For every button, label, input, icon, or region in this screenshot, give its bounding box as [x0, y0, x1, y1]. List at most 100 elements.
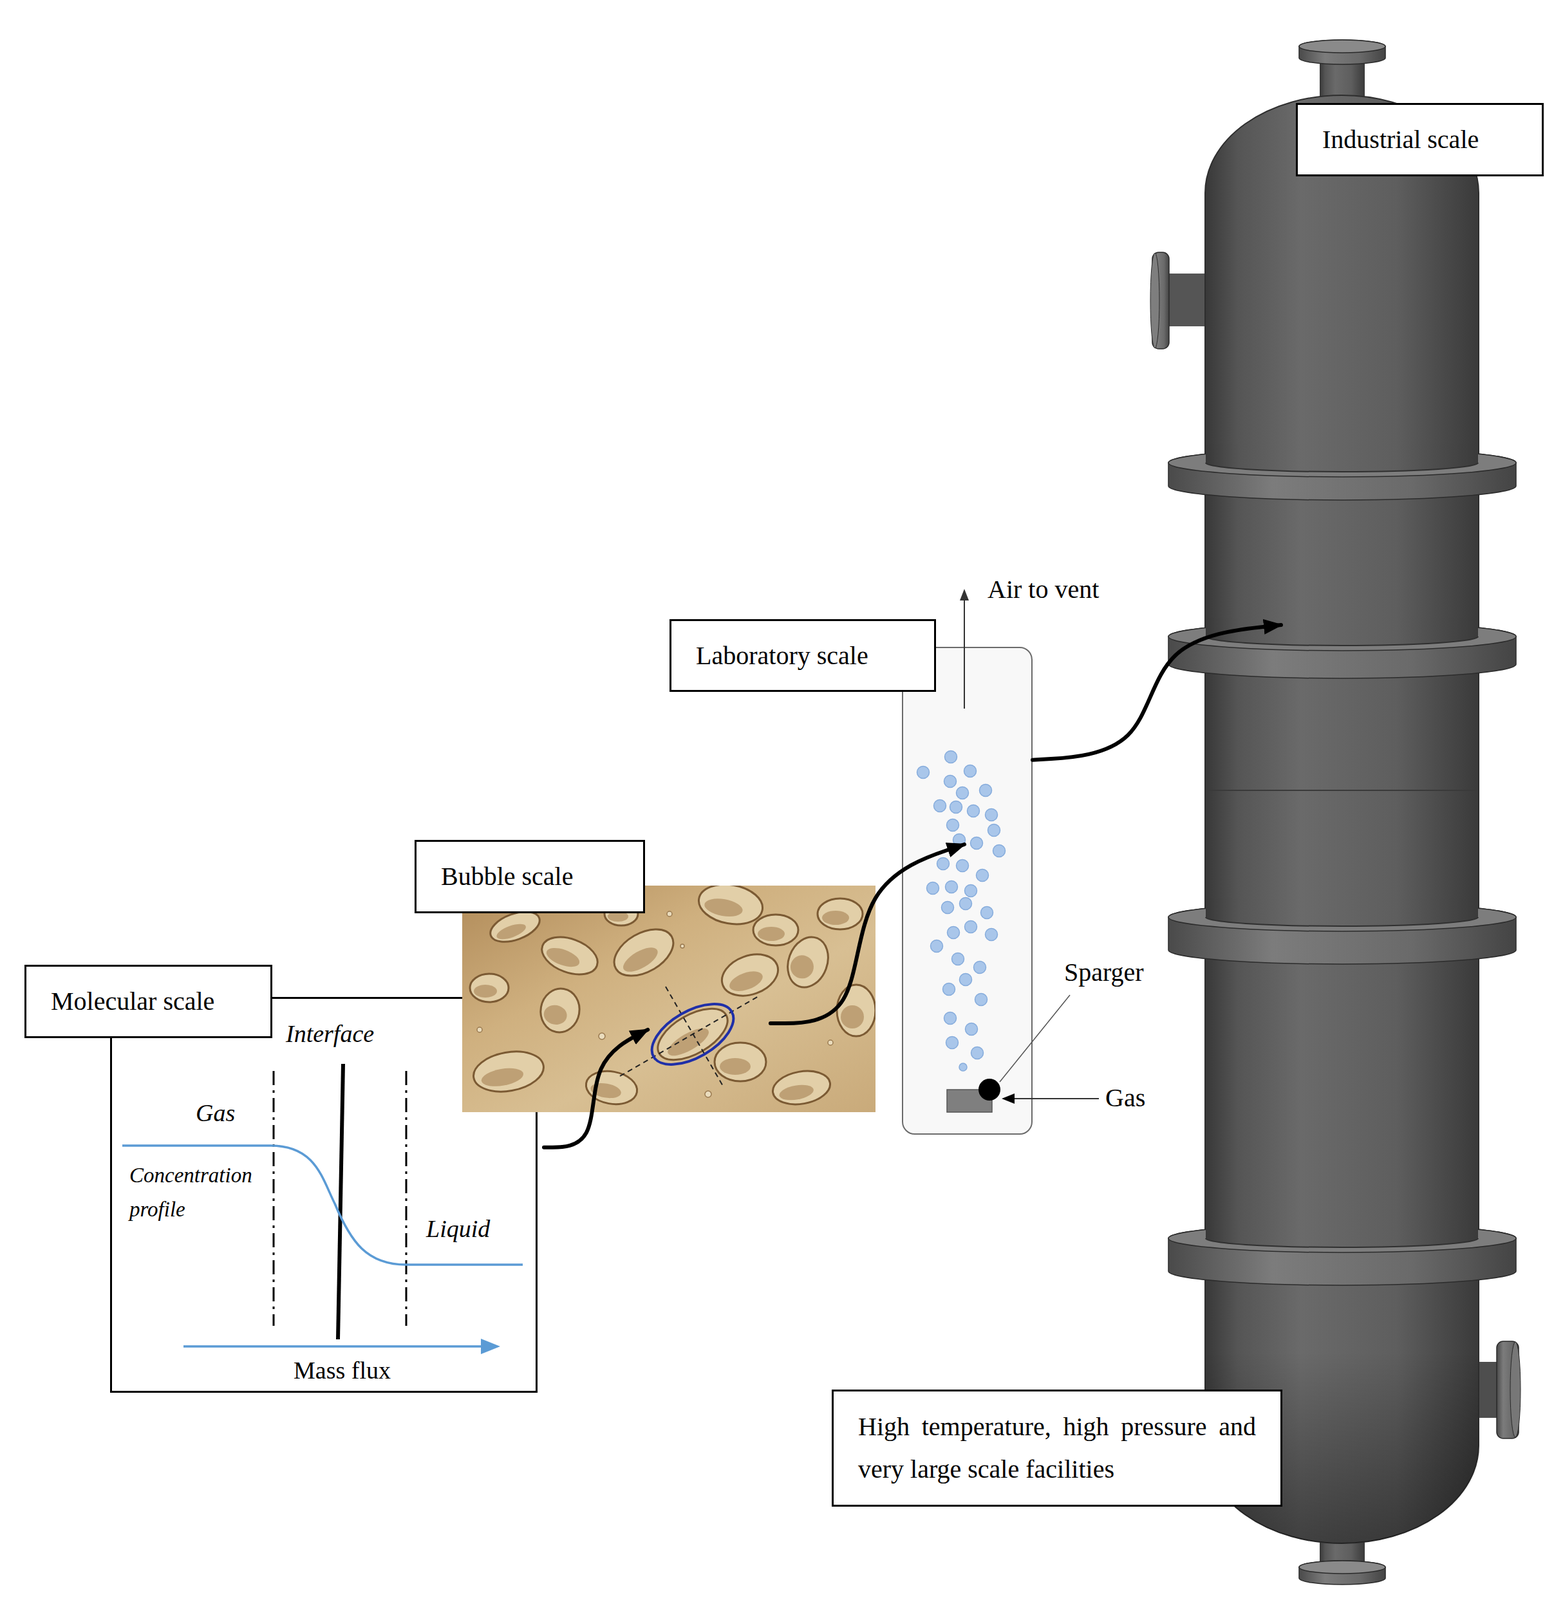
bubble-photo	[462, 880, 876, 1113]
gas-inlet-arrow	[1011, 1098, 1099, 1100]
gas-bubble	[973, 961, 987, 974]
scale-arrow	[543, 1030, 648, 1148]
bubble	[469, 973, 509, 1003]
bubble	[715, 946, 784, 1003]
bubble-axis	[665, 986, 724, 1088]
micro-bubble	[827, 1040, 834, 1046]
side-nozzle	[1150, 252, 1160, 349]
scale-heading: Laboratory scale	[695, 641, 869, 671]
vent-arrow	[959, 589, 969, 709]
bubble	[753, 914, 799, 946]
body-flange	[1168, 1219, 1517, 1286]
bubble	[469, 885, 876, 1109]
gas-bubble	[985, 928, 998, 942]
body-flange	[1205, 1219, 1479, 1248]
top-nozzle	[1299, 39, 1386, 65]
heading-box: Bubble scale	[414, 840, 646, 914]
gas-bubble	[945, 881, 958, 894]
gas-bubble	[944, 775, 957, 788]
gas-bubble	[993, 845, 1006, 858]
gas-bubble	[956, 860, 969, 873]
heading-box: Molecular scale	[24, 964, 273, 1039]
gas-bubble	[959, 973, 973, 987]
gas-bubble	[959, 1063, 967, 1072]
flux-label: Mass flux	[293, 1357, 391, 1386]
bubble-axis	[619, 995, 760, 1077]
bubble	[606, 919, 682, 986]
shell-seam	[1205, 789, 1479, 792]
gas-bubble	[930, 940, 944, 953]
gas-bubble	[988, 824, 1001, 837]
film-boundary	[272, 1071, 275, 1327]
gas-bubble	[967, 805, 980, 818]
heading-box: Industrial scale	[1295, 103, 1544, 177]
bubble	[780, 931, 835, 994]
vent-label: Air to vent	[987, 574, 1099, 605]
curve-label: Concentration profile	[129, 1158, 281, 1227]
text-holder: Liquid	[426, 1215, 490, 1244]
top-nozzle	[1299, 39, 1386, 53]
phase-label: Liquid	[426, 1215, 490, 1244]
gas-bubble	[964, 921, 978, 934]
bubble	[470, 1046, 548, 1097]
body-flange	[1205, 618, 1479, 646]
bubble-photo	[462, 885, 876, 1113]
bubble	[780, 931, 835, 994]
body-flange	[1205, 1238, 1479, 1248]
lab-column-sketch	[901, 646, 1033, 1135]
gas-bubble	[941, 901, 955, 915]
body-flange	[1205, 462, 1479, 472]
text-holder: Interface	[285, 1020, 375, 1049]
body-flange	[1205, 898, 1479, 927]
industrial-vessel	[1150, 39, 1521, 1585]
scale-arrow	[1032, 625, 1282, 761]
bubble	[778, 1082, 815, 1103]
gas-bubble	[964, 885, 978, 898]
bubble	[840, 1005, 864, 1029]
micro-bubble	[666, 911, 673, 917]
side-nozzle	[1150, 252, 1208, 349]
gas-bubble	[971, 1047, 984, 1060]
bubble	[495, 921, 528, 943]
gas-bubble	[952, 953, 965, 966]
gas-bubble	[946, 1037, 959, 1050]
interface-line	[337, 1064, 344, 1340]
side-nozzle	[1475, 1341, 1521, 1439]
side-nozzle	[1510, 1342, 1521, 1438]
selected-bubble-outline	[641, 992, 743, 1077]
mass-flux-arrow	[183, 1339, 501, 1355]
micro-bubble	[598, 1033, 606, 1040]
gas-bubble	[975, 993, 988, 1007]
bubble	[537, 985, 584, 1036]
interface-label: Interface	[285, 1020, 375, 1049]
industrial-vessel	[1151, 38, 1526, 1591]
gas-bubble	[934, 800, 947, 813]
scale-heading: Bubble scale	[440, 861, 574, 892]
concentration-curve	[122, 1145, 523, 1265]
lab-column: Laboratory scale	[901, 646, 1033, 1135]
bubble	[606, 919, 682, 986]
bubble	[822, 910, 850, 926]
side-nozzle	[1166, 273, 1208, 327]
bubble	[543, 944, 582, 971]
bubble	[714, 1042, 767, 1082]
photo-ground	[462, 885, 876, 1113]
text-holder: Gas	[195, 1099, 235, 1128]
text-holder: Mass flux	[293, 1357, 391, 1386]
gas-bubble	[959, 898, 973, 911]
bubble	[753, 914, 799, 946]
film-boundary	[405, 1071, 408, 1327]
bubble	[480, 1065, 526, 1090]
body-flange	[1168, 444, 1517, 501]
vent-arrow	[959, 589, 969, 601]
bubble	[469, 973, 509, 1003]
scale-heading: Molecular scale	[50, 986, 215, 1017]
bubble	[769, 1067, 833, 1110]
micro-bubble	[704, 1091, 712, 1098]
scale-heading: Industrial scale	[1322, 124, 1479, 155]
phase-label: Gas	[195, 1099, 235, 1128]
bubble-panel: Bubble scale	[462, 885, 876, 1113]
gas-bubble	[950, 801, 963, 814]
